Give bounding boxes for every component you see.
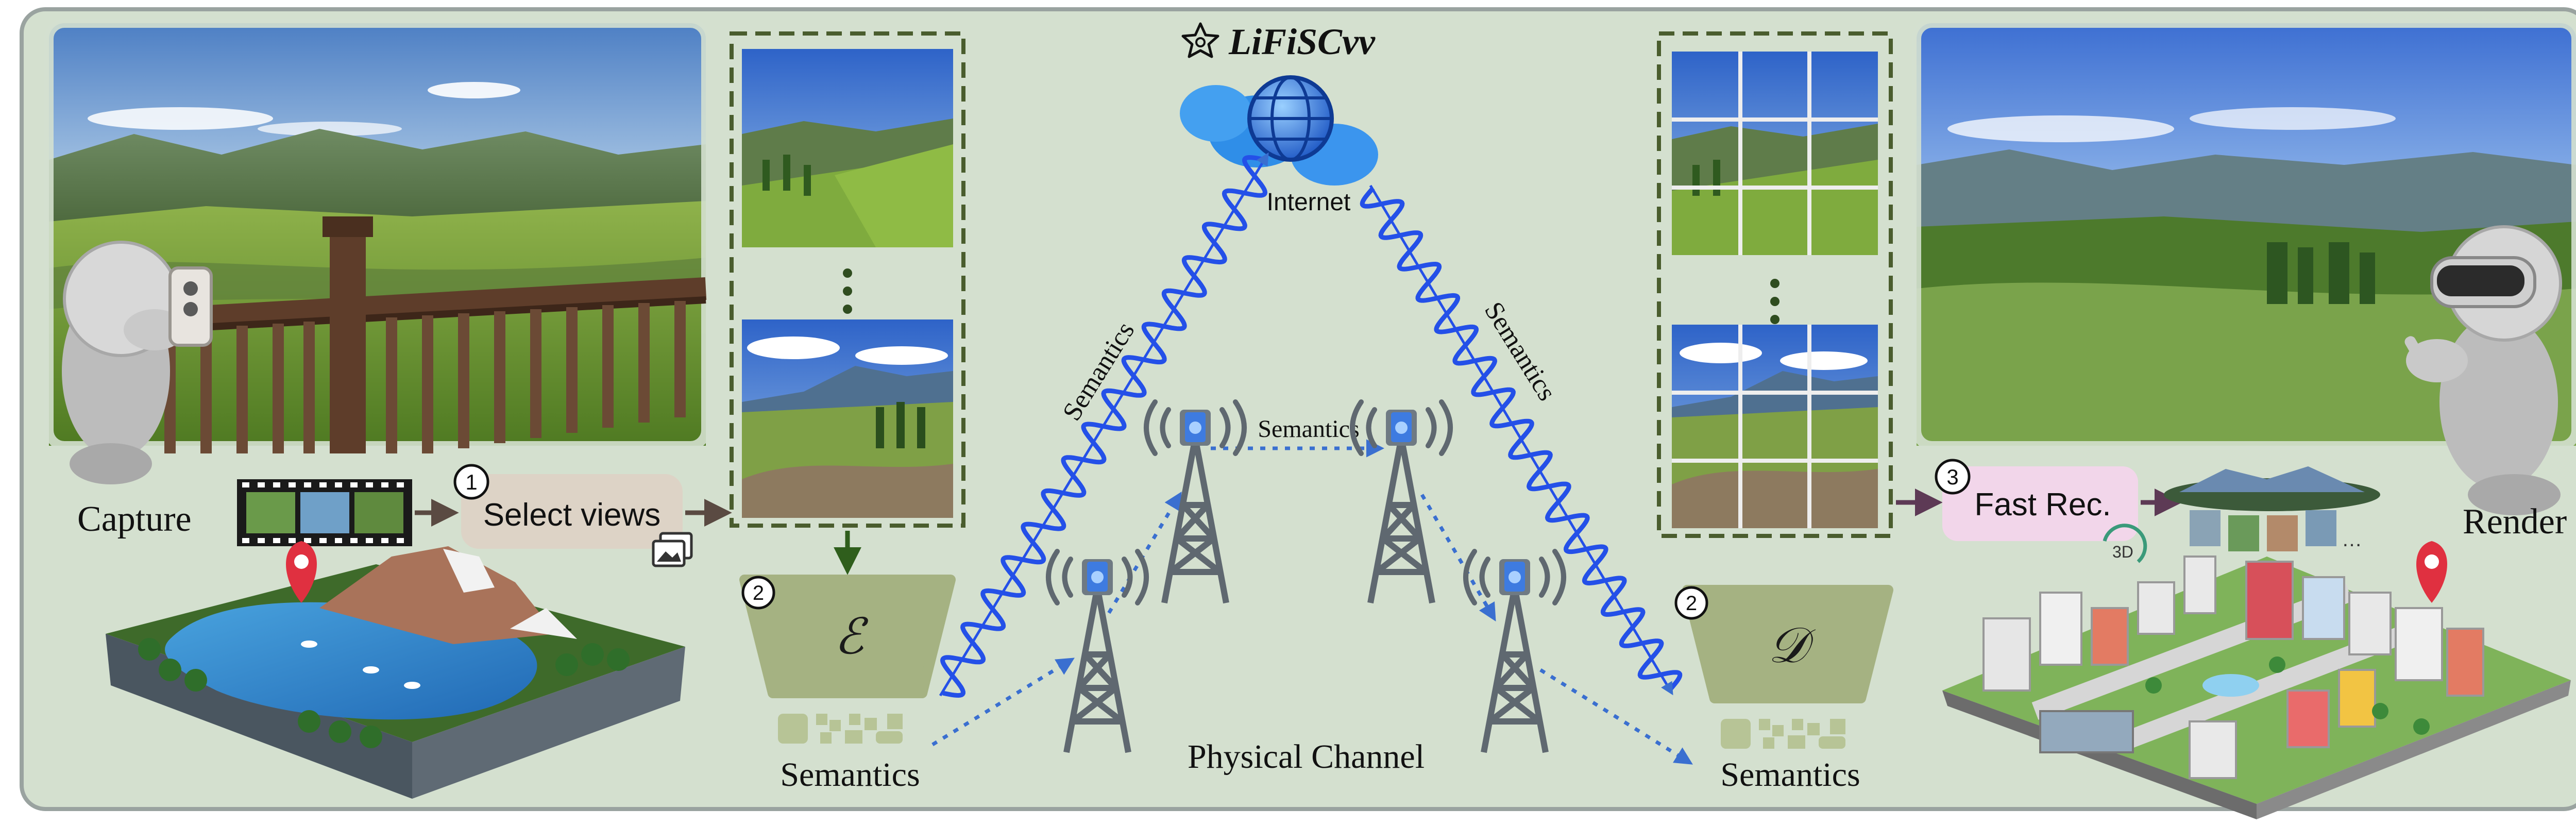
view-thumbnail-1 — [742, 49, 953, 247]
city-illustration — [1942, 555, 2571, 819]
ellipsis-dots-left — [843, 268, 852, 314]
encoder-block — [739, 575, 956, 698]
step-2-badge-right — [1674, 586, 1708, 620]
wave-left-axis — [939, 152, 1269, 697]
map-pin-icon — [2416, 541, 2447, 603]
ellipsis-dots-right — [1770, 279, 1780, 324]
person-phone-icon — [62, 241, 213, 484]
gallery-icon — [652, 532, 693, 567]
view-thumbnail-2 — [742, 319, 953, 518]
step-2-number-right: 2 — [1686, 592, 1697, 615]
3d-rotate-icon: 3D — [2103, 524, 2147, 563]
step-3-number: 3 — [1946, 465, 1958, 489]
preview-ellipsis: … — [2342, 528, 2362, 551]
received-thumbnail-2 — [1672, 325, 1878, 528]
title-text: LiFiSCvv — [1228, 21, 1376, 62]
step-1-number: 1 — [465, 470, 477, 494]
film-strip-icon — [237, 479, 412, 546]
wooden-fence — [154, 216, 707, 453]
semantics-label-top-link: Semantics — [1258, 415, 1359, 443]
captured-landscape-photo — [44, 19, 710, 450]
rendered-landscape-photo — [1912, 19, 2576, 450]
semantics-label-left-bottom: Semantics — [780, 756, 920, 794]
physical-channel-label: Physical Channel — [1188, 738, 1425, 776]
step-2-number-left: 2 — [753, 582, 764, 604]
internet-label: Internet — [1267, 189, 1351, 216]
received-thumbnail-1 — [1672, 52, 1878, 255]
select-views-box — [461, 474, 683, 549]
render-label: Render — [2463, 502, 2567, 542]
map-pin-icon — [286, 541, 317, 603]
fast-rec-label: Fast Rec. — [1974, 487, 2111, 523]
capture-label: Capture — [77, 499, 192, 539]
island-illustration — [106, 546, 685, 799]
3d-reconstruction-preview: … — [2164, 466, 2380, 551]
3d-badge: 3D — [2112, 543, 2133, 561]
received-views-frame — [1657, 31, 1893, 538]
step-3-badge — [1935, 459, 1971, 495]
wave-right-axis — [1369, 184, 1673, 696]
star-icon — [1181, 22, 1219, 58]
title: LiFiSCvv — [1181, 21, 1376, 62]
selected-views-frame — [730, 31, 965, 528]
select-views-label: Select views — [483, 497, 661, 533]
globe-cloud-icon — [1180, 75, 1378, 186]
step-2-badge-left — [741, 576, 775, 610]
step-1-badge — [453, 464, 489, 500]
decoder-block — [1682, 585, 1893, 703]
semantics-label-right-bottom: Semantics — [1720, 756, 1860, 794]
encoder-symbol: ℰ — [834, 609, 869, 664]
person-vr-icon — [2404, 225, 2562, 515]
fast-rec-box — [1942, 466, 2138, 541]
